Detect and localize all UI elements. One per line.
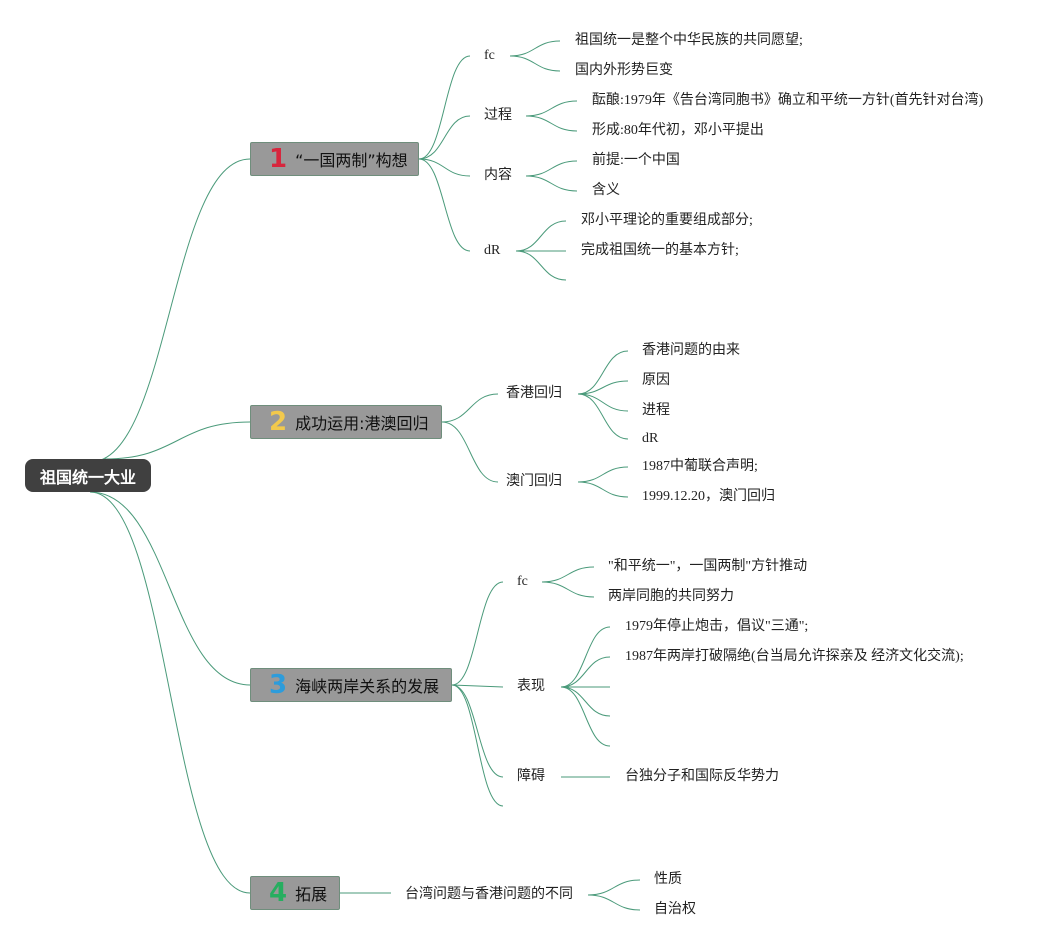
connector-t3-branch-1 (451, 581, 504, 686)
topic-3[interactable]: 3 海峡两岸关系的发展 (250, 668, 452, 702)
t1-process-leaf-2[interactable]: 形成:80年代初，邓小平提出 (592, 123, 764, 138)
connector-root-topic-1 (89, 158, 251, 463)
topic-3-number: 3 (269, 670, 288, 700)
connector-root-topic-3 (89, 491, 251, 686)
connector-t1-branch-3 (418, 158, 471, 177)
t2-hk-leaf-2[interactable]: 原因 (642, 373, 670, 388)
t3-perf-leaf-2[interactable]: 1987年两岸打破隔绝(台当局允许探亲及 经济文化交流); (625, 649, 964, 664)
connector-root-topic-2 (104, 421, 251, 460)
t3-branch-performance[interactable]: 表现 (517, 679, 545, 694)
t2-branch-hongkong[interactable]: 香港回归 (506, 386, 562, 401)
connector-t1-branch-1 (418, 55, 471, 160)
t3-branch-fc[interactable]: fc (517, 574, 528, 589)
root-label: 祖国统一大业 (39, 467, 136, 487)
t1-branch-fc[interactable]: fc (484, 48, 495, 63)
topic-4[interactable]: 4 拓展 (250, 876, 340, 910)
t3-fc-leaf-1[interactable]: "和平统一"，一国两制"方针推动 (608, 559, 808, 574)
t1-branch-content[interactable]: 内容 (484, 168, 512, 183)
t4-diff-leaf-1[interactable]: 性质 (654, 872, 682, 887)
connector-t4-leaf-1 (587, 879, 641, 896)
connector-t3-perf-leaf-5 (560, 686, 611, 747)
t4-diff-leaf-2[interactable]: 自治权 (654, 902, 696, 917)
connector-t2-branch-1 (441, 393, 499, 423)
t2-hk-leaf-1[interactable]: 香港问题的由来 (642, 343, 740, 358)
t3-perf-leaf-1[interactable]: 1979年停止炮击，倡议"三通"; (625, 619, 809, 634)
connector-t3-perf-leaf-1 (560, 626, 611, 688)
topic-4-number: 4 (269, 878, 288, 908)
t2-branch-macau[interactable]: 澳门回归 (506, 474, 562, 489)
connector-t2-macau-leaf-2 (577, 481, 629, 498)
connector-t1-process-leaf-1 (525, 100, 578, 117)
t2-macau-leaf-2[interactable]: 1999.12.20，澳门回归 (642, 489, 775, 504)
connector-t4-leaf-2 (587, 894, 641, 911)
t1-content-leaf-1[interactable]: 前提:一个中国 (592, 153, 680, 168)
connector-t2-hk-leaf-3 (577, 393, 629, 412)
topic-2-number: 2 (269, 407, 288, 437)
connector-t3-perf-leaf-2 (560, 656, 611, 688)
connector-t1-fc-leaf-1 (509, 40, 561, 57)
connector-t2-hk-leaf-4 (577, 393, 629, 440)
t1-fc-leaf-2[interactable]: 国内外形势巨变 (575, 63, 673, 78)
connector-t3-branch-3 (451, 684, 504, 778)
t4-branch-difference[interactable]: 台湾问题与香港问题的不同 (405, 887, 573, 902)
t3-branch-obstacle[interactable]: 障碍 (517, 769, 545, 784)
connector-t1-content-leaf-1 (525, 160, 578, 177)
connector-t1-fc-leaf-2 (509, 55, 561, 72)
topic-2-label: 成功运用:港澳回归 (295, 414, 429, 433)
topic-3-label: 海峡两岸关系的发展 (295, 677, 440, 696)
connector-t3-perf-leaf-4 (560, 686, 611, 717)
connector-t2-branch-2 (441, 421, 499, 483)
connector-t2-macau-leaf-1 (577, 466, 629, 483)
connector-t1-dr-leaf-3 (515, 250, 567, 281)
connector-t2-hk-leaf-2 (577, 380, 629, 395)
connector-t3-fc-leaf-2 (541, 581, 595, 598)
t2-hk-leaf-3[interactable]: 进程 (642, 403, 670, 418)
t1-dr-leaf-1[interactable]: 邓小平理论的重要组成部分; (581, 213, 753, 228)
t1-process-leaf-1[interactable]: 酝酿:1979年《告台湾同胞书》确立和平统一方针(首先针对台湾) (592, 93, 984, 108)
topic-1-label: “一国两制”构想 (295, 151, 408, 170)
t1-dr-leaf-2[interactable]: 完成祖国统一的基本方针; (581, 243, 739, 258)
t2-hk-leaf-4[interactable]: dR (642, 431, 659, 446)
topic-1[interactable]: 1 “一国两制”构想 (250, 142, 419, 176)
topic-1-number: 1 (269, 144, 288, 174)
connector-root-topic-4 (89, 491, 251, 894)
t3-fc-leaf-2[interactable]: 两岸同胞的共同努力 (608, 589, 734, 604)
connector-t1-content-leaf-2 (525, 175, 578, 192)
connector-t1-dr-leaf-1 (515, 220, 567, 252)
connector-t3-fc-leaf-1 (541, 566, 595, 583)
t1-branch-process[interactable]: 过程 (484, 108, 512, 123)
t1-branch-dr[interactable]: dR (484, 243, 501, 258)
connector-t1-process-leaf-2 (525, 115, 578, 132)
topic-2[interactable]: 2 成功运用:港澳回归 (250, 405, 442, 439)
connector-t2-hk-leaf-1 (577, 350, 629, 395)
t2-macau-leaf-1[interactable]: 1987中葡联合声明; (642, 459, 758, 474)
root-node[interactable]: 祖国统一大业 (25, 459, 151, 492)
connector-t1-branch-4 (418, 158, 471, 252)
topic-4-label: 拓展 (295, 885, 328, 904)
t3-obstacle-leaf-1[interactable]: 台独分子和国际反华势力 (625, 769, 779, 784)
t1-content-leaf-2[interactable]: 含义 (592, 183, 620, 198)
t1-fc-leaf-1[interactable]: 祖国统一是整个中华民族的共同愿望; (575, 33, 803, 48)
connector-t1-branch-2 (418, 115, 471, 160)
connector-t3-branch-4 (451, 684, 504, 807)
connector-t3-branch-2 (451, 684, 504, 688)
